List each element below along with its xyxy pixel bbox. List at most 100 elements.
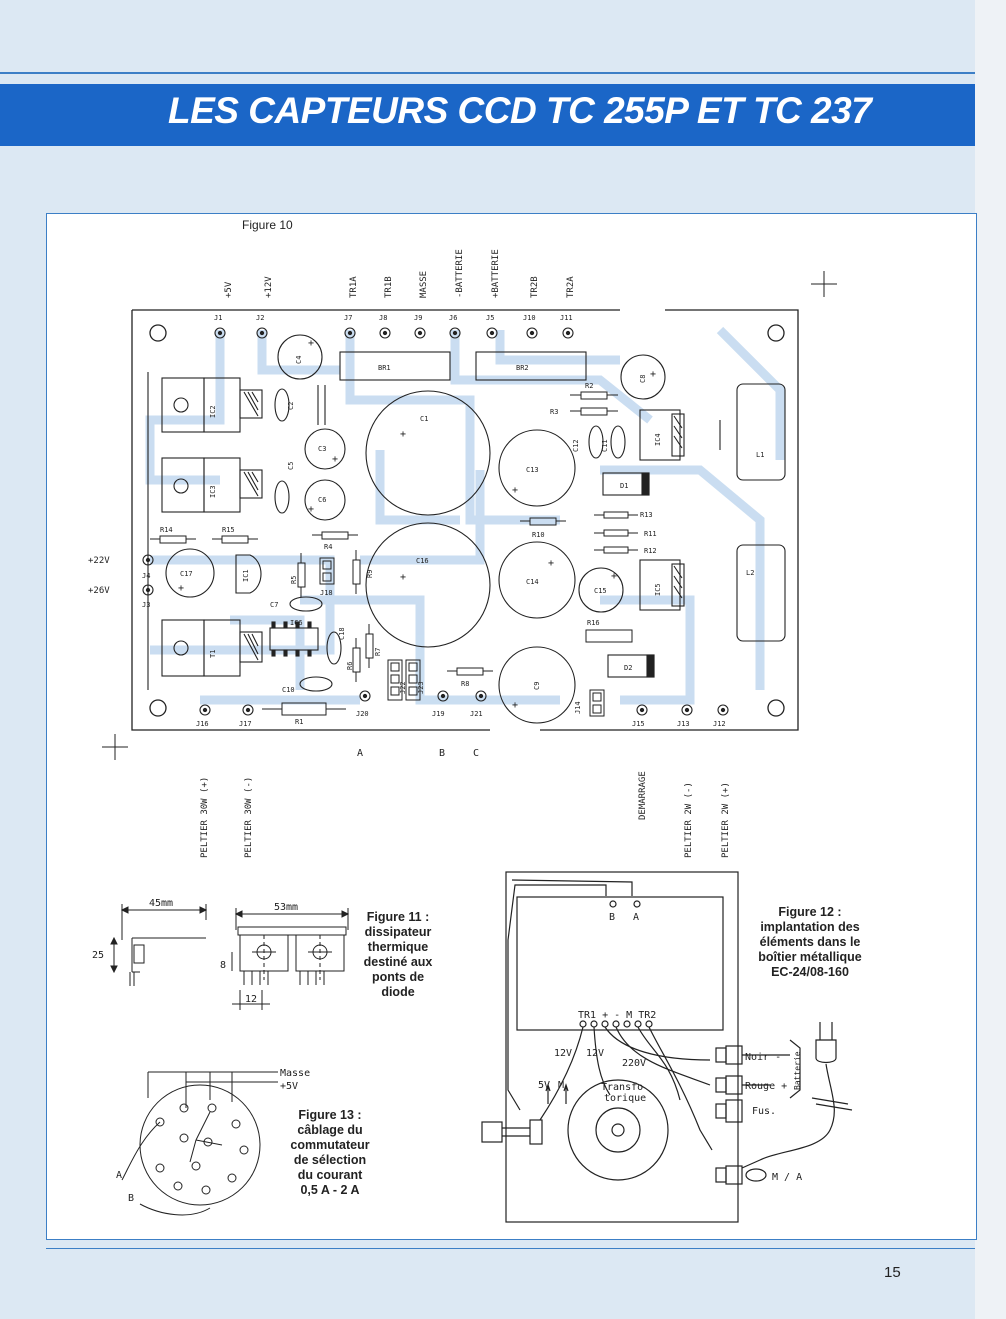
svg-text:J20: J20 [356,710,369,718]
diodes [602,472,655,678]
figure11-heatsink-drawing [110,904,350,1010]
svg-text:R13: R13 [640,511,653,519]
svg-text:+: + [178,583,184,594]
svg-text:J19: J19 [432,710,445,718]
svg-text:J16: J16 [196,720,209,728]
svg-text:C10: C10 [282,686,295,694]
svg-text:J1: J1 [214,314,222,322]
svg-text:12V: 12V [554,1048,572,1059]
svg-text:J3: J3 [142,601,150,609]
film-capacitors [274,385,626,692]
svg-text:T1: T1 [209,650,217,658]
page-edge [975,0,1006,1319]
svg-text:IC5: IC5 [654,583,662,596]
figure11-dimensions: 45mm 25 53mm 8 12 [92,898,298,1005]
svg-text:C1: C1 [420,415,428,423]
svg-text:R2: R2 [585,382,593,390]
svg-text:+: + [548,558,554,569]
svg-text:R4: R4 [324,543,332,551]
svg-text:L1: L1 [756,451,764,459]
svg-text:C13: C13 [526,466,539,474]
figure12-enclosure-drawing [481,871,853,1223]
label-plus22v: +22V [88,556,110,566]
svg-text:J11: J11 [560,314,573,322]
svg-text:J8: J8 [379,314,387,322]
svg-text:J21: J21 [470,710,483,718]
svg-text:PELTIER 2W (-): PELTIER 2W (-) [684,782,694,858]
svg-text:J13: J13 [677,720,690,728]
svg-text:IC3: IC3 [209,485,217,498]
svg-text:D2: D2 [624,664,632,672]
top-rule [0,72,975,74]
svg-text:torique: torique [604,1093,646,1104]
svg-text:+: + [308,504,314,515]
electrolytic-capacitors [165,334,666,724]
svg-text:J12: J12 [713,720,726,728]
svg-text:J18: J18 [320,589,333,597]
svg-text:220V: 220V [622,1058,646,1069]
svg-text:PELTIER 2W (+): PELTIER 2W (+) [721,782,731,858]
svg-text:PELTIER 30W (-): PELTIER 30W (-) [244,777,254,858]
svg-text:25: 25 [92,950,104,961]
svg-text:J2: J2 [256,314,264,322]
svg-text:IC4: IC4 [654,433,662,446]
bridge-rectifiers [339,351,587,381]
svg-text:+: + [332,454,338,465]
svg-text:R1: R1 [295,718,303,726]
resistors [150,391,638,716]
svg-text:+: + [400,572,406,583]
bottom-jumper-labels: J16 J17 J20 J19 J21 J15 J13 J12 [196,710,726,728]
svg-text:Batterie: Batterie [793,1051,802,1090]
bottom-rule [46,1248,975,1249]
mounting-holes [149,324,785,717]
bottom-jumper-pads [199,690,729,716]
svg-text:PELTIER 30W (+): PELTIER 30W (+) [200,777,210,858]
svg-text:R15: R15 [222,526,235,534]
pcb-outline [131,309,799,731]
svg-text:+5V: +5V [224,281,234,298]
svg-text:C12: C12 [572,439,580,452]
svg-text:J9: J9 [414,314,422,322]
svg-text:MASSE: MASSE [419,271,429,298]
svg-text:Noir -: Noir - [745,1052,781,1063]
page-title: LES CAPTEURS CCD TC 255P ET TC 237 [168,90,872,131]
svg-text:A: A [357,748,363,759]
copper-traces [145,326,785,705]
jumper-blocks [319,557,605,717]
top-connector-labels: +5V +12V TR1A TR1B MASSE -BATTERIE +BATT… [224,249,576,298]
svg-text:J4: J4 [142,572,150,580]
svg-text:C8: C8 [639,375,647,383]
svg-text:A: A [633,912,639,923]
svg-text:8: 8 [220,960,226,971]
svg-text:R6: R6 [346,662,354,670]
svg-text:C11: C11 [601,439,609,452]
svg-text:J15: J15 [632,720,645,728]
svg-text:L2: L2 [746,569,754,577]
svg-text:BR2: BR2 [516,364,529,372]
top-jumper-labels: J1 J2 J7 J8 J9 J6 J5 J10 J11 [214,314,573,322]
svg-text:M / A: M / A [772,1172,802,1183]
svg-text:Masse: Masse [280,1068,310,1079]
svg-text:C9: C9 [533,682,541,690]
capacitor-labels: C1 C16 C13 C14 C9 C4 C3 C6 C17 C8 C15 [180,356,647,690]
svg-text:J17: J17 [239,720,252,728]
svg-text:53mm: 53mm [274,902,298,913]
svg-text:J22: J22 [399,681,407,694]
svg-text:R14: R14 [160,526,173,534]
svg-text:J14: J14 [574,701,582,714]
svg-text:+: + [308,338,314,349]
svg-text:C14: C14 [526,578,539,586]
svg-text:R5: R5 [290,576,298,584]
svg-text:R8: R8 [461,680,469,688]
svg-text:TR1A: TR1A [349,276,359,298]
svg-text:5V: 5V [538,1080,550,1091]
svg-text:Rouge +: Rouge + [745,1081,787,1092]
svg-text:TR2A: TR2A [566,276,576,298]
title-banner: LES CAPTEURS CCD TC 255P ET TC 237 [0,84,975,146]
svg-text:B: B [609,912,615,923]
svg-text:C15: C15 [594,587,607,595]
